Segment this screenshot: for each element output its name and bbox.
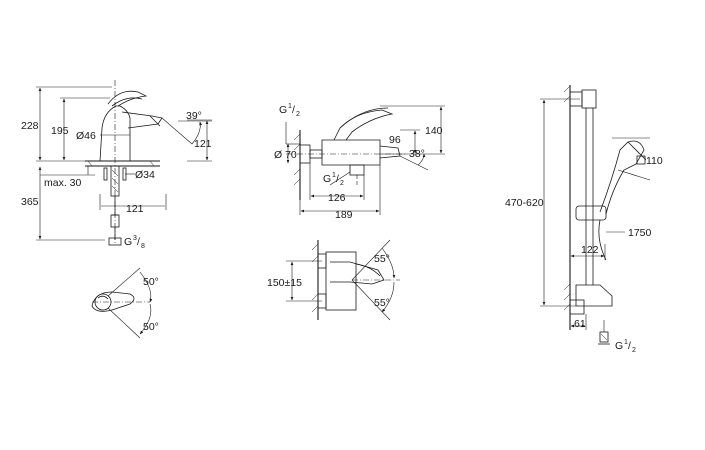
label-bath-spout-angle: 38° (409, 148, 425, 160)
label-total-depth: 189 (335, 209, 353, 221)
label-bath-lever-angle-top: 55° (374, 253, 390, 265)
label-depth: 126 (328, 192, 346, 204)
svg-text:G: G (615, 340, 623, 352)
svg-text:/: / (292, 104, 295, 116)
label-bath-lever-angle-bottom: 55° (374, 297, 390, 309)
label-wall-offset: 61 (574, 318, 586, 330)
square-symbol (636, 155, 646, 165)
svg-text:2: 2 (296, 111, 300, 118)
svg-text:/: / (628, 340, 631, 352)
svg-text:2: 2 (340, 180, 344, 187)
svg-text:G: G (124, 236, 132, 248)
label-hose: 1750 (628, 227, 652, 239)
label-max-deck: max. 30 (44, 177, 82, 189)
label-lever-angle-top: 50° (143, 276, 159, 288)
label-shower-connection: G 1 / 2 (615, 339, 636, 354)
label-lever-height: 140 (425, 125, 443, 137)
svg-text:/: / (336, 173, 339, 185)
svg-text:3: 3 (133, 235, 137, 242)
label-bath-connection-top: G 1 / 2 (279, 103, 300, 118)
basin-mixer-drawing (36, 80, 212, 339)
label-centers: 150±15 (267, 277, 302, 289)
label-rosette-diameter: Ø 70 (274, 149, 297, 161)
svg-text:1: 1 (332, 172, 336, 179)
bath-mixer-drawing (285, 105, 445, 321)
shower-set-drawing (540, 85, 651, 345)
label-spout-height: 195 (51, 125, 69, 137)
label-spout-offset: 96 (389, 134, 401, 146)
label-rail-height: 470-620 (505, 197, 544, 209)
label-handshower: 110 (646, 155, 663, 167)
svg-text:1: 1 (624, 339, 628, 346)
svg-text:/: / (137, 236, 140, 248)
label-total-height: 228 (21, 120, 39, 132)
label-bath-connection-mid: G 1 / 2 (323, 172, 344, 187)
svg-text:G: G (323, 173, 331, 185)
label-base-reach: 121 (126, 203, 144, 215)
label-below-deck: 365 (21, 196, 39, 208)
label-body-diameter: Ø46 (76, 130, 96, 142)
svg-text:1: 1 (288, 103, 292, 110)
label-spout-reach: 121 (194, 138, 212, 150)
svg-text:2: 2 (632, 347, 636, 354)
svg-text:8: 8 (141, 243, 145, 250)
label-bracket-width: 122 (581, 244, 599, 256)
svg-text:G: G (279, 104, 287, 116)
label-lever-angle-bottom: 50° (143, 321, 159, 333)
label-spout-angle: 39° (186, 110, 202, 122)
label-basin-connection: G 3 / 8 (124, 235, 145, 250)
label-hole-diameter: Ø34 (135, 169, 155, 181)
